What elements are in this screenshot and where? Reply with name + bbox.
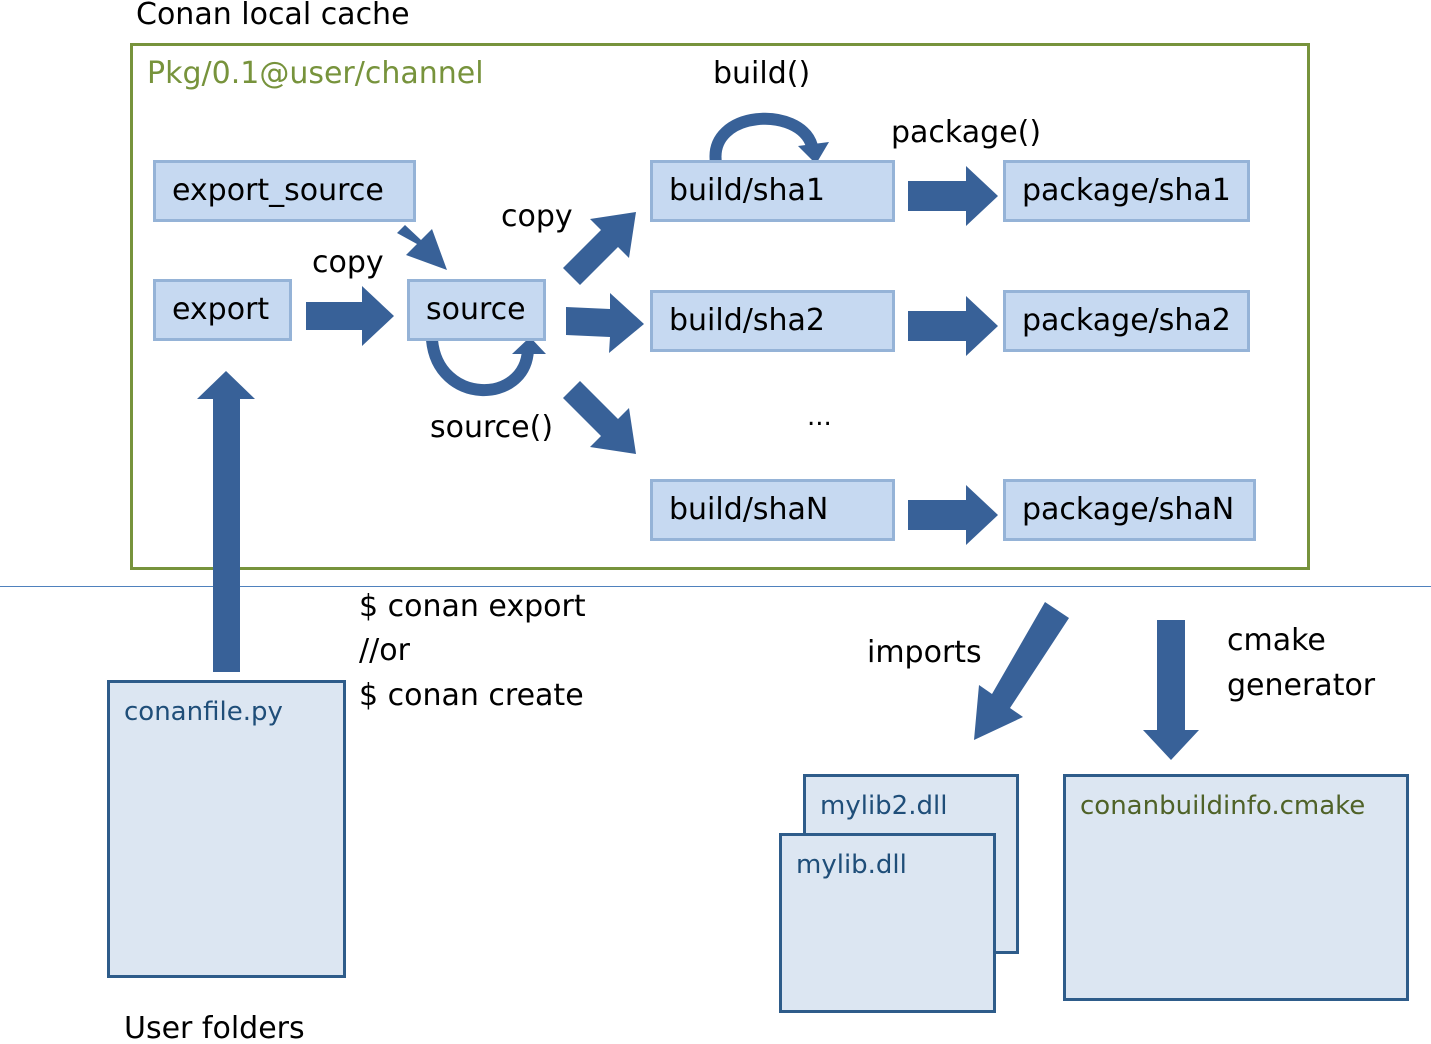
- arrow-source-loop-head: [512, 337, 546, 354]
- arrow-cmake-generator: [1143, 620, 1199, 760]
- package-shaN-folder: package/shaN: [1003, 479, 1256, 541]
- arrow-source-to-build-shaN: [563, 381, 636, 454]
- arrow-build-shaN-to-package-shaN: [908, 485, 998, 545]
- mylib2-name: mylib2.dll: [820, 791, 948, 821]
- conanfile-document: conanfile.py: [107, 680, 346, 978]
- arrow-export-to-source: [306, 286, 394, 346]
- divider-line: [0, 586, 1431, 587]
- copy-to-source-label: copy: [312, 245, 384, 280]
- arrow-source-to-build-sha2: [566, 293, 644, 353]
- user-folders-label: User folders: [124, 1011, 305, 1044]
- source-method-label: source(): [430, 410, 554, 445]
- package-sha2-folder: package/sha2: [1003, 290, 1250, 352]
- package-method-label: package(): [891, 115, 1042, 150]
- source-folder: source: [407, 279, 546, 341]
- command-conan-create: $ conan create: [359, 678, 584, 713]
- command-conan-export: $ conan export: [359, 589, 586, 624]
- export-folder: export: [153, 279, 292, 341]
- package-sha1-folder: package/sha1: [1003, 160, 1250, 222]
- conanfile-name: conanfile.py: [124, 697, 283, 727]
- imports-label: imports: [867, 635, 982, 670]
- package-reference: Pkg/0.1@user/channel: [147, 56, 484, 91]
- cmake-generator-label-line1: cmake: [1227, 623, 1326, 658]
- mylib-name: mylib.dll: [796, 850, 907, 880]
- arrow-build-loop-head: [798, 142, 829, 164]
- build-shaN-folder: build/shaN: [650, 479, 895, 541]
- cache-title: Conan local cache: [136, 0, 410, 32]
- mylib-document: mylib.dll: [779, 833, 996, 1013]
- build-method-label: build(): [713, 56, 811, 91]
- arrow-conanfile-to-export: [197, 371, 255, 672]
- arrow-export-source-to-source: [397, 225, 447, 270]
- arrow-build-sha2-to-package-sha2: [908, 296, 998, 356]
- conanbuildinfo-name: conanbuildinfo.cmake: [1080, 791, 1366, 821]
- cmake-generator-label-line2: generator: [1227, 668, 1376, 703]
- conanbuildinfo-document: conanbuildinfo.cmake: [1063, 774, 1409, 1001]
- cache-frame: [130, 43, 1310, 570]
- arrow-imports: [974, 602, 1069, 740]
- copy-to-build-label: copy: [501, 199, 573, 234]
- arrow-build-sha1-to-package-sha1: [908, 166, 998, 226]
- export-source-folder: export_source: [153, 160, 416, 222]
- command-or: //or: [359, 633, 410, 668]
- build-sha2-folder: build/sha2: [650, 290, 895, 352]
- arrow-build-loop: [709, 112, 818, 164]
- arrow-source-to-build-sha1: [563, 212, 636, 285]
- build-sha1-folder: build/sha1: [650, 160, 895, 222]
- ellipsis-label: ...: [807, 402, 832, 432]
- arrow-source-loop: [426, 339, 534, 397]
